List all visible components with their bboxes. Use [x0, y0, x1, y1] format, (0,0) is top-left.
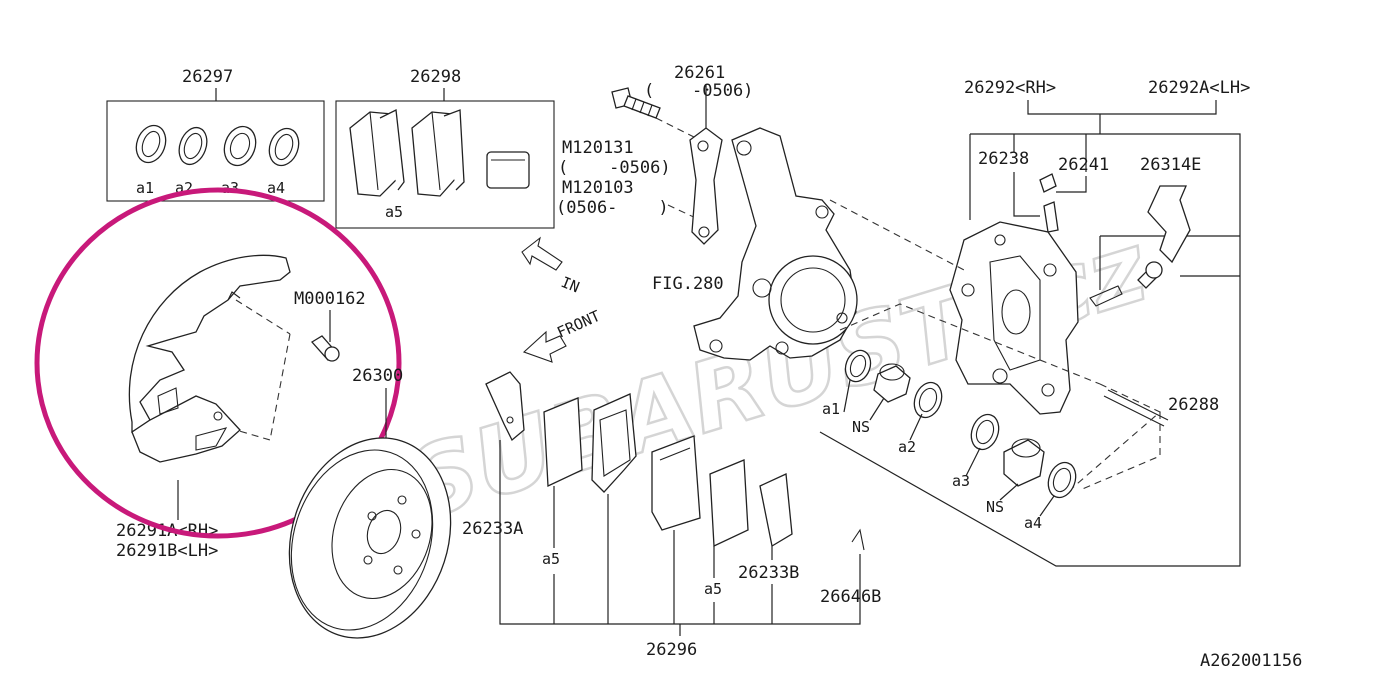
piston-a4-label: a4 — [1024, 514, 1042, 532]
in-arrow-label: IN — [559, 273, 582, 296]
rotor-icon — [288, 437, 452, 639]
piston-set[interactable]: a1 NS a2 a3 NS a4 — [822, 347, 1080, 532]
bolt-2-range: (0506- ) — [556, 198, 669, 218]
caliper-part-26238: 26238 — [978, 149, 1029, 169]
brake-pad-set[interactable]: 26233A 26233B 26646B a5 a5 26296 — [462, 371, 881, 660]
highlight-circle — [34, 187, 402, 539]
caliper-rh-label: 26292<RH> — [964, 78, 1056, 98]
pad-a5-label-2: a5 — [704, 580, 722, 598]
knuckle-range-open: ( — [644, 81, 654, 101]
bolt-icon — [611, 87, 661, 119]
pad-kit[interactable]: 26298 a5 — [335, 67, 555, 229]
pad-shim-icon — [485, 371, 865, 551]
pad-set-part-number: 26296 — [646, 640, 697, 660]
bleeder-screw-icon — [1039, 173, 1059, 233]
pad-shim-b-label: 26233B — [738, 563, 799, 583]
seal-kit-part-number: 26297 — [182, 67, 233, 87]
piston-a3-label: a3 — [952, 472, 970, 490]
pad-kit-a5-label: a5 — [385, 203, 403, 221]
caliper-part-26314E: 26314E — [1140, 155, 1201, 175]
diagram-id: A262001156 — [1200, 651, 1302, 671]
seal-a1-label: a1 — [136, 179, 154, 197]
piston-a2-label: a2 — [898, 438, 916, 456]
knuckle-range: -0506) — [692, 81, 753, 101]
seal-ring-icon — [135, 124, 300, 167]
pad-shim-a-label: 26233A — [462, 519, 523, 539]
piston-ns-label-2: NS — [986, 498, 1004, 516]
backing-plate-screw-part: M000162 — [294, 289, 366, 309]
steering-knuckle[interactable]: 26261 FIG.280 — [652, 63, 858, 361]
piston-ns-label-1: NS — [852, 418, 870, 436]
pad-kit-part-number: 26298 — [410, 67, 461, 87]
knuckle-fig-reference: FIG.280 — [652, 274, 724, 294]
pad-kit-box — [335, 100, 555, 229]
backing-plate-lh-label: 26291B<LH> — [116, 541, 218, 561]
pad-a5-label-1: a5 — [542, 550, 560, 568]
front-arrow-label: FRONT — [554, 307, 603, 342]
bolt-1-range: ( -0506) — [558, 158, 671, 178]
seal-a4-label: a4 — [267, 179, 285, 197]
brake-rotor[interactable]: 26300 — [264, 366, 475, 659]
caliper-part-26288: 26288 — [1168, 395, 1219, 415]
knuckle-part-number: 26261 — [674, 63, 725, 83]
seal-kit-box — [106, 100, 325, 202]
brake-pad-icon — [349, 109, 530, 197]
direction-indicators: IN FRONT — [521, 236, 603, 363]
piston-a1-label: a1 — [822, 400, 840, 418]
caliper-part-26241: 26241 — [1058, 155, 1109, 175]
bolt-group[interactable]: ( -0506) M120131 ( -0506) M120103 (0506-… — [556, 81, 753, 221]
guide-pin-icon — [1089, 261, 1169, 427]
seal-kit[interactable]: 26297 a1 a2 a3 a4 — [106, 67, 325, 202]
pad-clip-label: 26646B — [820, 587, 881, 607]
knuckle-icon — [689, 127, 858, 361]
rotor-part-number: 26300 — [352, 366, 403, 386]
brake-caliper[interactable]: 26292<RH> 26292A<LH> 26238 26241 26314E — [819, 78, 1250, 567]
bolt-2-part-number: M120103 — [562, 178, 634, 198]
backing-plate[interactable]: M000162 26291A<RH> 26291B<LH> — [116, 254, 366, 561]
caliper-body-icon — [949, 221, 1079, 415]
caliper-lh-label: 26292A<LH> — [1148, 78, 1250, 98]
piston-seal-icon — [844, 349, 1077, 499]
screw-icon — [310, 335, 340, 362]
pad-spring-icon — [1147, 185, 1191, 264]
backing-plate-icon — [128, 254, 291, 463]
bolt-1-part-number: M120131 — [562, 138, 634, 158]
